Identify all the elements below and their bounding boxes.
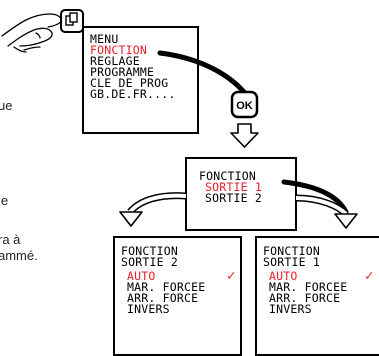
ok-key-icon: OK (232, 92, 257, 117)
down-arrow-icon (231, 124, 258, 147)
curved-arrow-left-icon (120, 196, 186, 226)
connector-line (160, 53, 244, 92)
ok-label: OK (236, 100, 253, 112)
